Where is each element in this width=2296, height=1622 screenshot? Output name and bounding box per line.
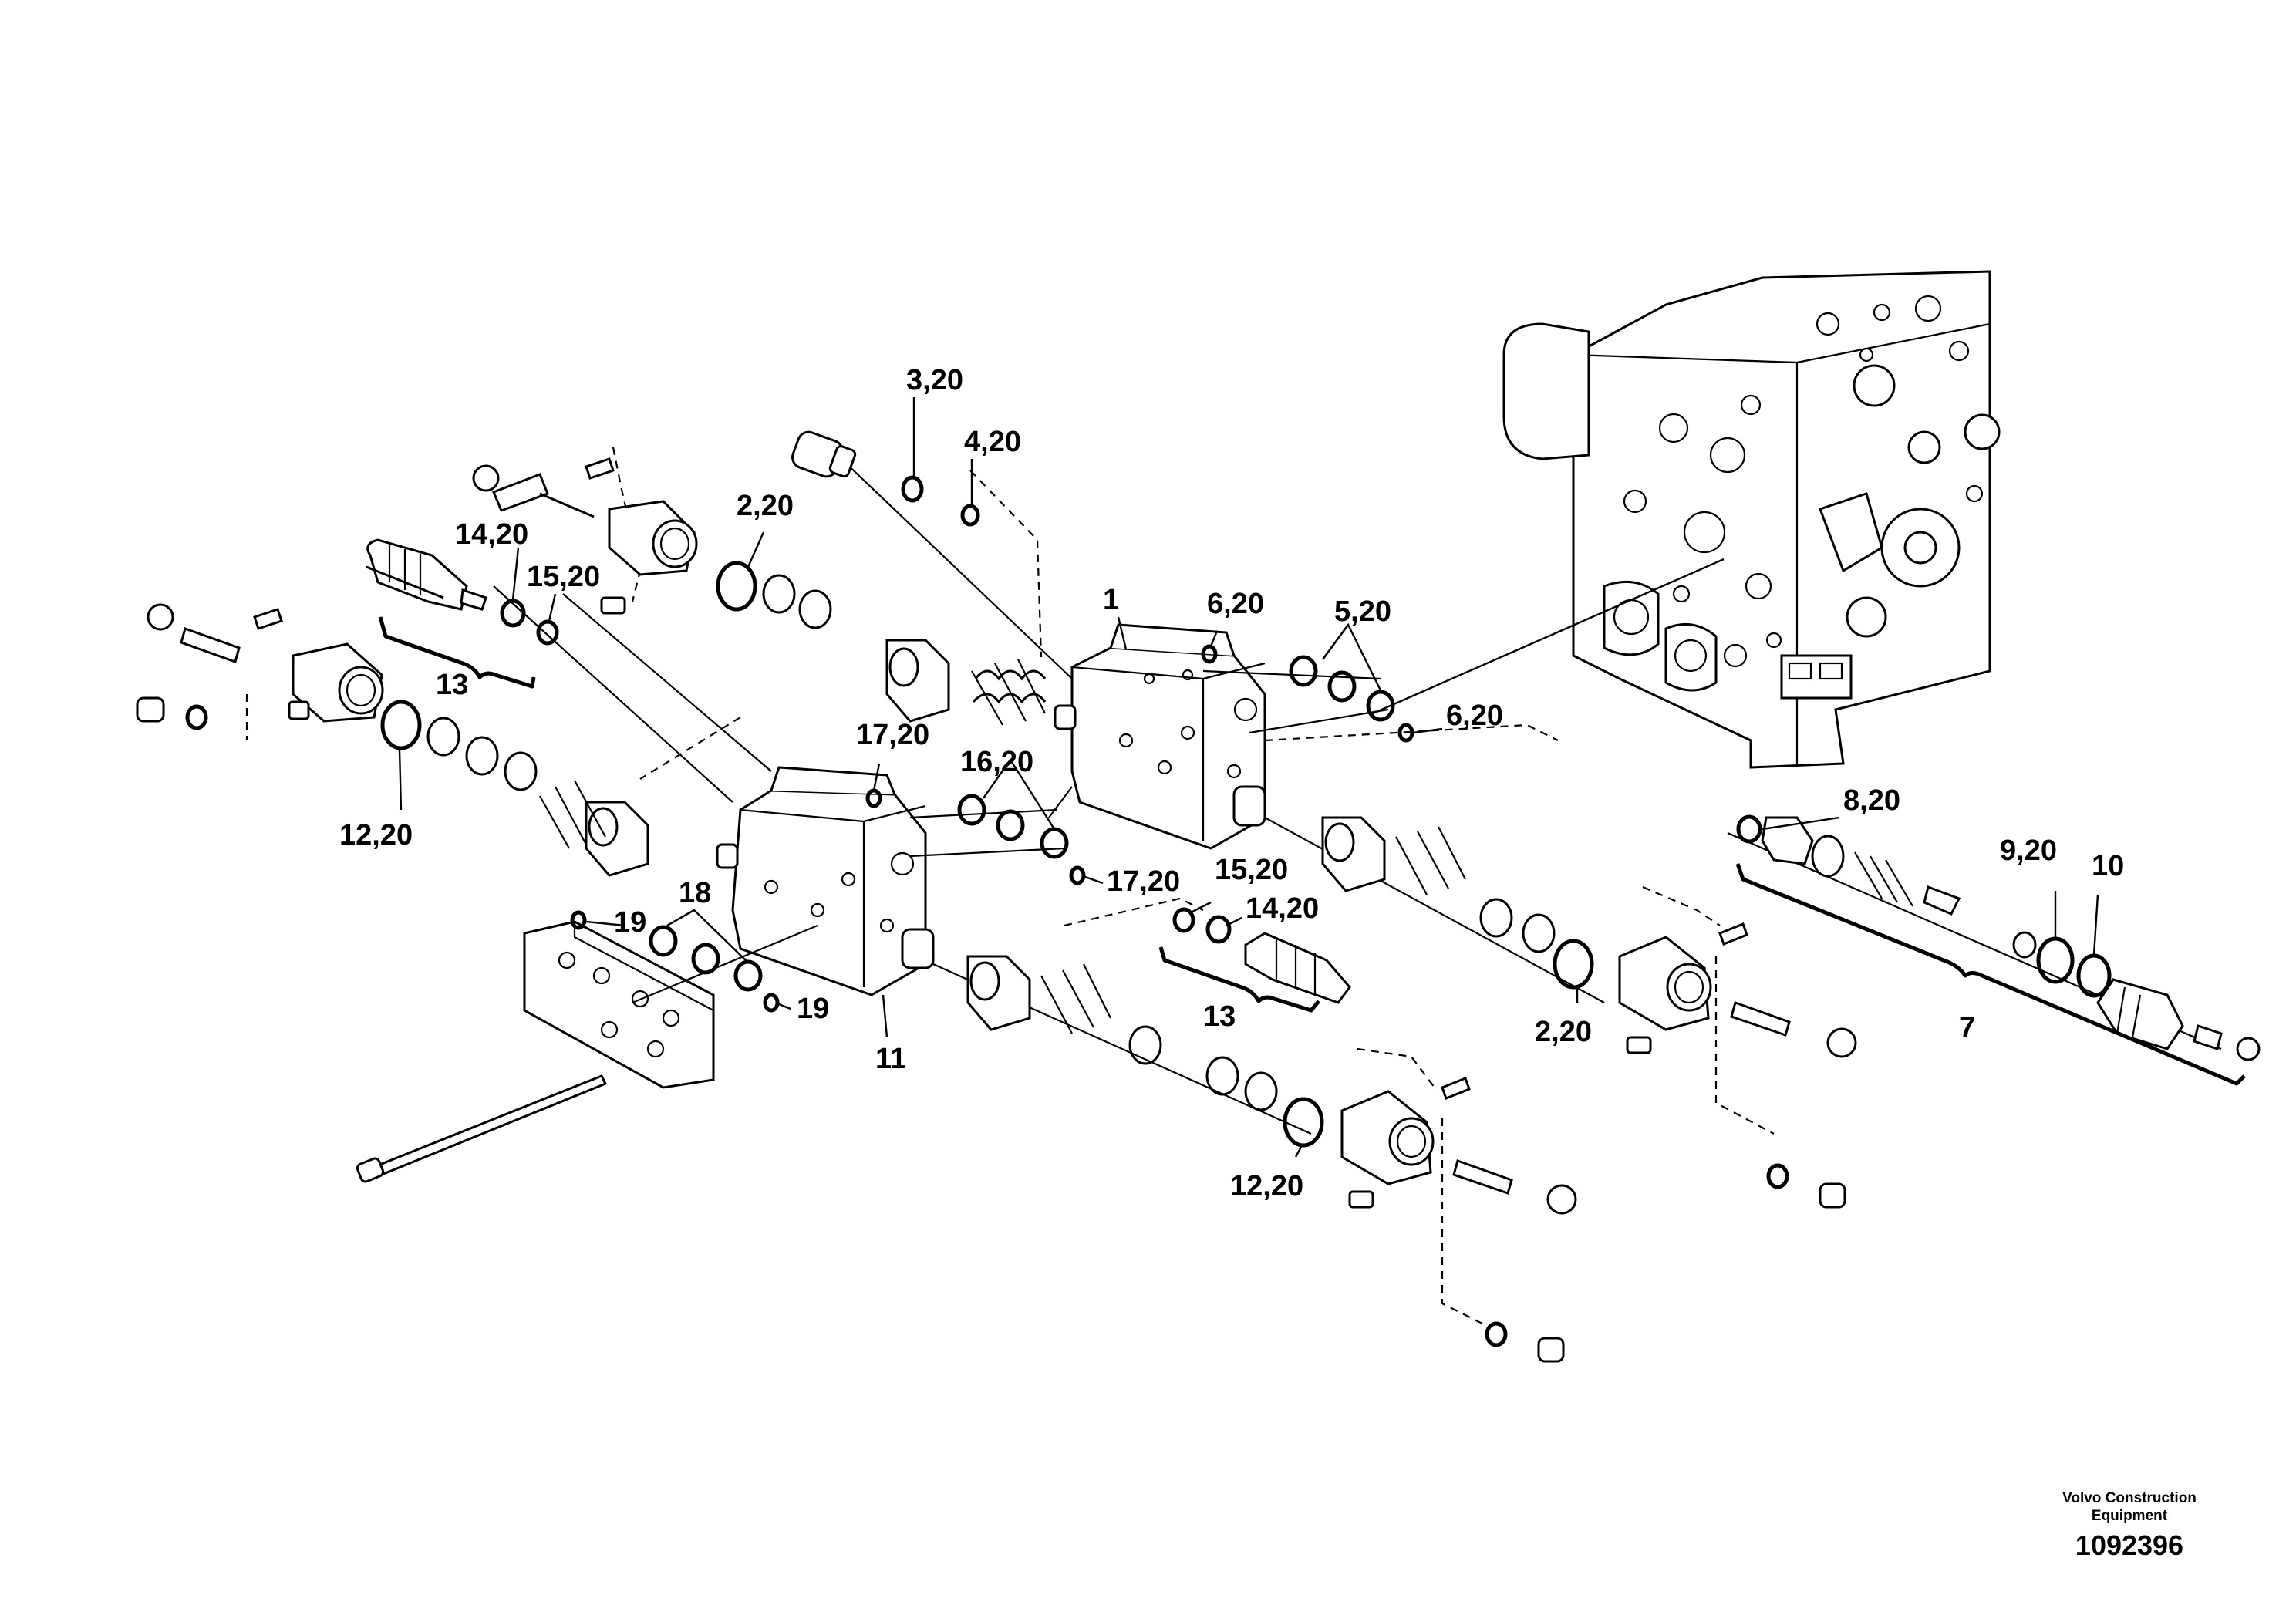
drawing-credit: Volvo Construction Equipment 1092396 bbox=[2006, 1489, 2253, 1562]
label-10: 10 bbox=[2092, 850, 2124, 882]
label-7: 7 bbox=[1959, 1012, 1975, 1044]
manufacturer-name: Volvo Construction Equipment bbox=[2062, 1490, 2197, 1524]
lower-center-solenoid bbox=[1340, 1077, 1577, 1363]
label-11: 11 bbox=[875, 1043, 906, 1075]
label-19-top: 19 bbox=[614, 906, 646, 939]
label-2-20-bottom: 2,20 bbox=[1535, 1016, 1592, 1048]
dashed-leader-lines bbox=[245, 447, 1775, 1327]
label-14-20-left: 14,20 bbox=[455, 518, 528, 551]
label-9-20: 9,20 bbox=[2000, 835, 2057, 867]
label-1: 1 bbox=[1103, 584, 1119, 616]
label-8-20: 8,20 bbox=[1843, 784, 1900, 817]
spool-stack-lower bbox=[539, 780, 1466, 1034]
label-17-20-top: 17,20 bbox=[856, 719, 929, 751]
main-control-valve bbox=[1502, 270, 2001, 769]
check-valve-upper-13 bbox=[366, 565, 444, 599]
label-5-20: 5,20 bbox=[1334, 595, 1391, 628]
label-4-20: 4,20 bbox=[964, 426, 1021, 458]
spool-stack-upper bbox=[885, 639, 1047, 726]
end-plate-assembly bbox=[356, 920, 715, 1183]
label-2-20-top: 2,20 bbox=[737, 490, 794, 522]
label-17-20-mid: 17,20 bbox=[1107, 865, 1180, 898]
label-15-20-mid: 15,20 bbox=[1215, 854, 1288, 886]
check-valve-lower-13 bbox=[1244, 932, 1351, 1004]
label-12-20-bottom: 12,20 bbox=[1230, 1170, 1303, 1202]
label-14-20-mid: 14,20 bbox=[1246, 892, 1319, 925]
left-solenoid-group bbox=[136, 603, 384, 723]
label-13-left: 13 bbox=[436, 669, 468, 701]
valve-section-1 bbox=[1054, 623, 1266, 850]
label-18: 18 bbox=[679, 877, 711, 909]
label-15-20-left: 15,20 bbox=[527, 561, 600, 593]
label-16-20: 16,20 bbox=[960, 746, 1033, 778]
label-13-mid: 13 bbox=[1203, 1000, 1236, 1033]
relief-valve-assembly-7 bbox=[1761, 816, 2261, 1061]
label-6-20-top: 6,20 bbox=[1207, 588, 1264, 620]
upper-solenoid-group bbox=[366, 430, 857, 615]
lower-right-solenoid bbox=[1618, 922, 1857, 1209]
label-3-20: 3,20 bbox=[906, 364, 963, 396]
label-leader-lines bbox=[398, 397, 2099, 1158]
label-12-20-left: 12,20 bbox=[339, 819, 413, 851]
o-rings bbox=[185, 475, 2112, 1347]
label-19-bottom: 19 bbox=[797, 993, 829, 1025]
drawing-number: 1092396 bbox=[2075, 1529, 2184, 1561]
label-6-20-mid: 6,20 bbox=[1446, 700, 1503, 732]
valve-section-11 bbox=[716, 766, 935, 996]
assembly-axis-line bbox=[1372, 558, 1725, 715]
callout-labels: 3,20 4,20 2,20 14,20 15,20 13 1 6,20 5,2… bbox=[339, 364, 2124, 1202]
group-brackets bbox=[378, 616, 2246, 1086]
